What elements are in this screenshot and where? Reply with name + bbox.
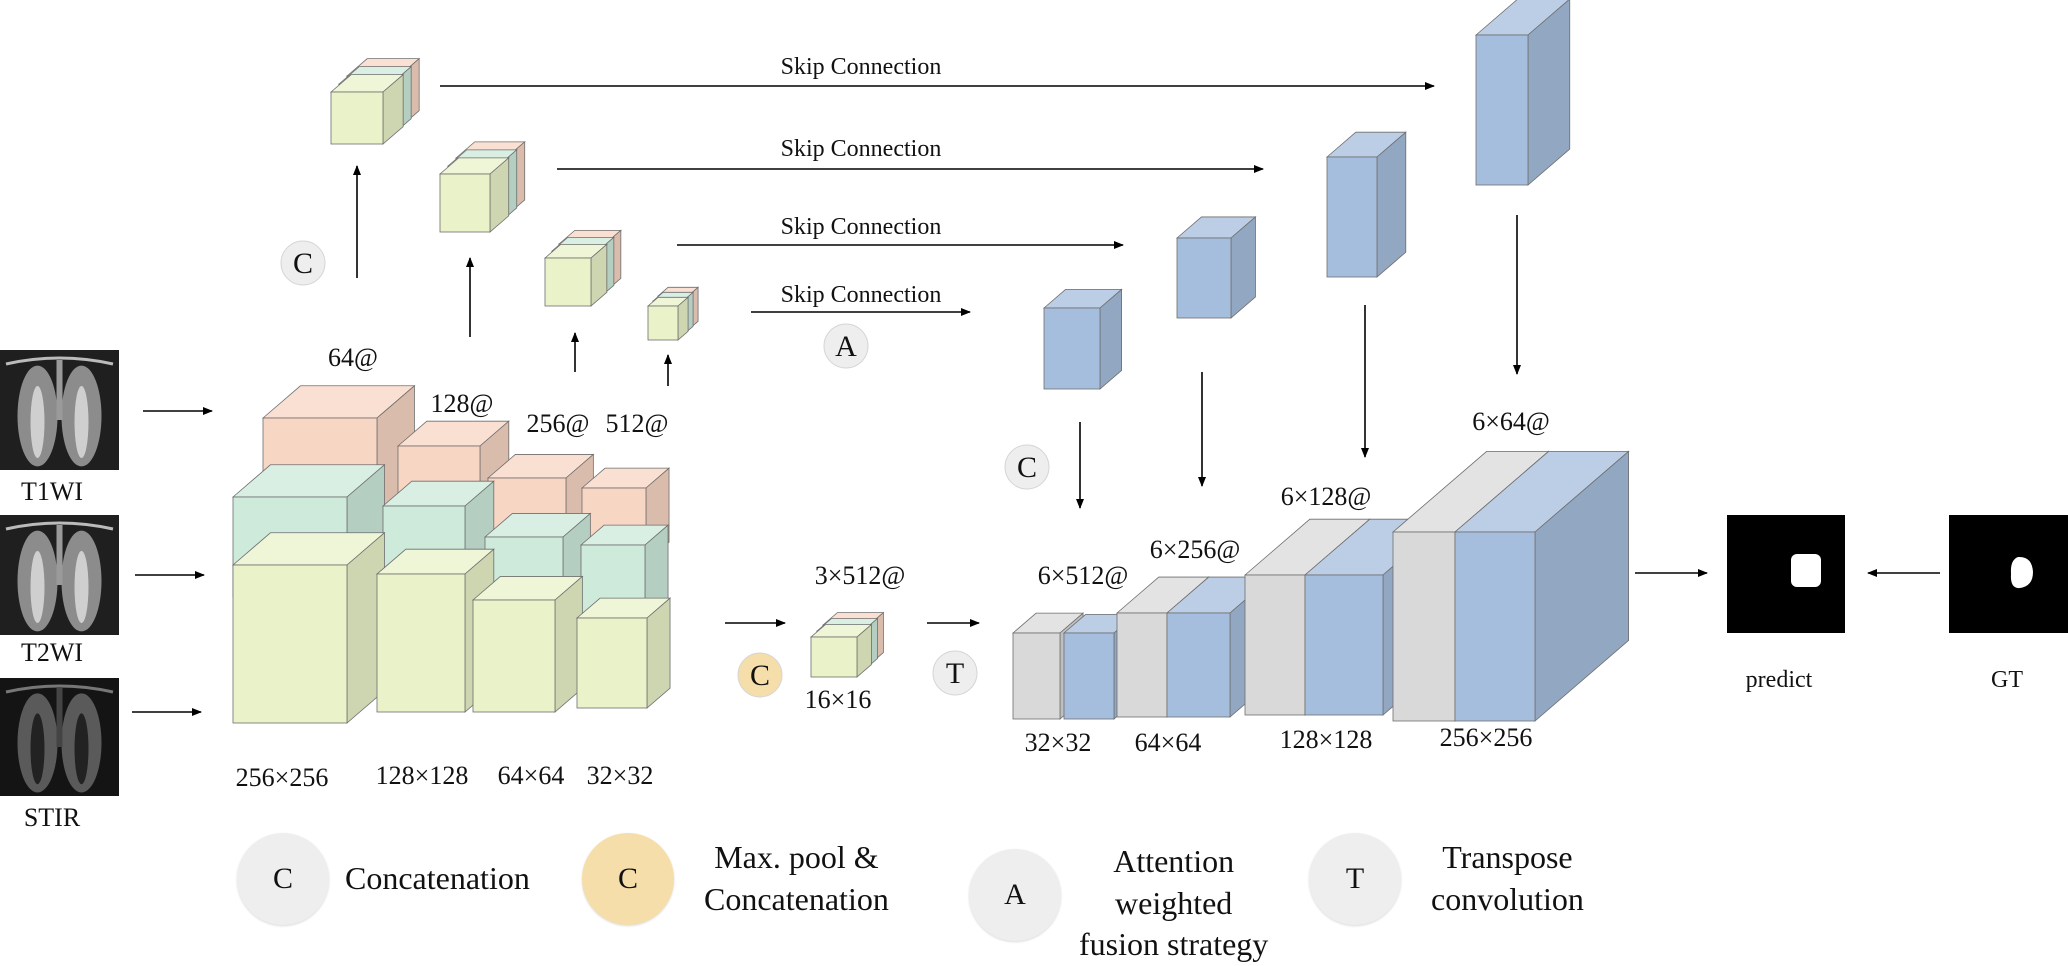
encoder-channel-label-1: 64@: [328, 343, 378, 372]
input-images: [0, 350, 2068, 796]
decoder-size-label-2: 64×64: [1135, 728, 1202, 757]
svg-text:C: C: [293, 247, 313, 280]
decoder-channel-label-1: 6×512@: [1038, 561, 1129, 590]
summary-stack-3-green: [543, 243, 608, 307]
input-label-t1wi: T1WI: [21, 477, 83, 506]
encoder-green-block-3: [471, 575, 584, 713]
skip-connection-label-1: Skip Connection: [781, 54, 942, 80]
bottleneck-size-label: 16×16: [805, 685, 872, 714]
svg-text:C: C: [750, 659, 770, 692]
encoder-channel-label-4: 512@: [606, 409, 669, 438]
predict-mask-image: [1727, 515, 1845, 633]
encoder-size-label-4: 32×32: [587, 761, 654, 790]
unet-architecture-diagram: C A C C T T1WI T2WI STIR 64@ 128@ 256@ 512@ 256×256…: [0, 0, 2068, 832]
feature-blocks: [231, 0, 1630, 724]
decoder-size-label-1: 32×32: [1025, 728, 1092, 757]
skip-connection-label-4: Skip Connection: [781, 282, 942, 308]
summary-stack-4-green: [646, 296, 690, 341]
transpose-op-circle: T: [932, 650, 978, 696]
labels: T1WI T2WI STIR 64@ 128@ 256@ 512@ 256×256 128×12…: [21, 54, 2023, 832]
decoder-channel-label-2: 6×256@: [1150, 535, 1241, 564]
bottleneck-stack-green: [809, 623, 873, 678]
encoder-channel-label-2: 128@: [431, 389, 494, 418]
concat-op-circle-encoder: C: [280, 240, 326, 286]
pool-concat-op-circle: C: [737, 652, 783, 698]
svg-text:T: T: [946, 657, 964, 690]
input-label-t2wi: T2WI: [21, 638, 83, 667]
mri-stir-image: [0, 678, 119, 796]
summary-stack-1-green: [329, 73, 405, 145]
operation-circles: C A C C T: [280, 240, 1050, 698]
svg-text:A: A: [835, 330, 857, 363]
arrows: [132, 82, 1940, 716]
input-label-stir: STIR: [24, 803, 81, 832]
encoder-channel-label-3: 256@: [527, 409, 590, 438]
decoder-size-label-4: 256×256: [1440, 723, 1533, 752]
encoder-size-label-1: 256×256: [236, 763, 329, 792]
decoder-upper-block-2: [1175, 216, 1257, 319]
skip-connection-label-3: Skip Connection: [781, 214, 942, 240]
decoder-size-label-3: 128×128: [1280, 725, 1373, 754]
svg-text:C: C: [1017, 451, 1037, 484]
attention-op-circle: A: [823, 323, 869, 369]
encoder-green-block-1: [231, 531, 386, 724]
encoder-size-label-2: 128×128: [376, 761, 469, 790]
mri-t2wi-image: [0, 515, 119, 635]
output-masks: [1727, 515, 2068, 633]
concat-op-circle-decoder: C: [1004, 444, 1050, 490]
decoder-blue-block-4: [1453, 450, 1630, 722]
decoder-channel-label-4: 6×64@: [1472, 407, 1550, 436]
decoder-upper-block-3: [1325, 131, 1407, 278]
mri-t1wi-image: [0, 350, 119, 470]
summary-stack-2-green: [438, 157, 510, 233]
gt-label: GT: [1991, 667, 2023, 693]
skip-connection-label-2: Skip Connection: [781, 136, 942, 162]
encoder-size-label-3: 64×64: [498, 761, 565, 790]
ground-truth-mask-image: [1949, 515, 2068, 633]
decoder-upper-block-1: [1042, 288, 1123, 390]
predict-label: predict: [1746, 667, 1813, 693]
decoder-channel-label-3: 6×128@: [1281, 482, 1372, 511]
decoder-upper-block-4: [1474, 0, 1571, 186]
bottleneck-channel-label: 3×512@: [815, 561, 906, 590]
encoder-green-block-4: [575, 597, 672, 709]
